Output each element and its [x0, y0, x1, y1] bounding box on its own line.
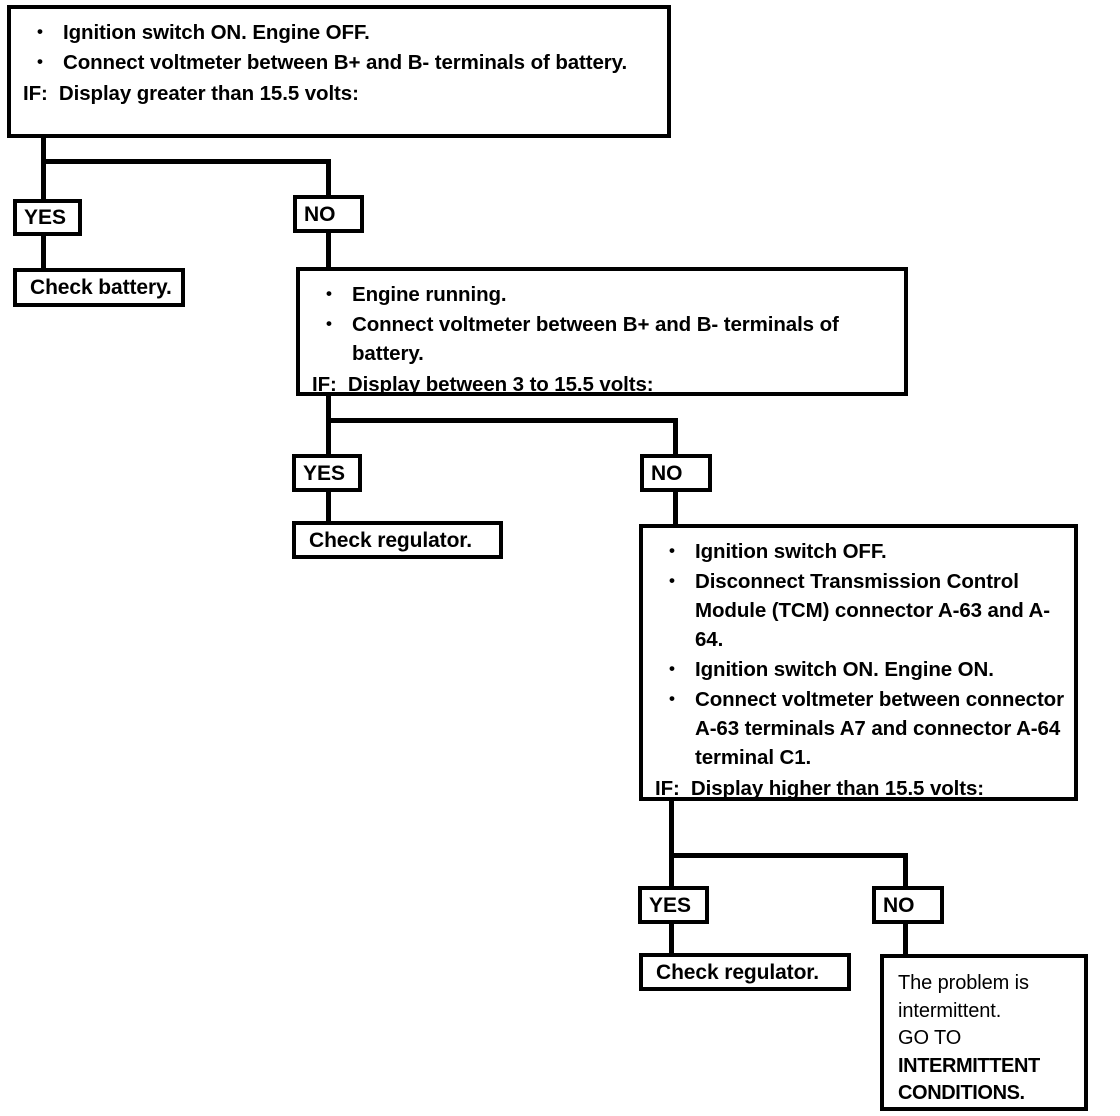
check-regulator-middle-label: Check regulator. [309, 528, 472, 552]
connector-branch3-no-drop [903, 853, 908, 891]
step3-bullet-4: Connect voltmeter between connector A-63… [655, 684, 1064, 772]
step3-condition: IF: Display higher than 15.5 volts: [655, 777, 985, 800]
step3-bullet-2: Disconnect Transmission Control Module (… [655, 566, 1064, 654]
connector-branch1-no-to-step2 [326, 230, 331, 272]
step2-bullet-2: Connect voltmeter between B+ and B- term… [312, 309, 894, 368]
connector-branch2-bar [326, 418, 678, 423]
step3-bullet-list: Ignition switch OFF. Disconnect Transmis… [655, 536, 1064, 772]
connector-step3-stem [669, 799, 674, 857]
check-regulator-bottom-box[interactable]: Check regulator. [639, 953, 851, 991]
terminal-line-3: GO TO [898, 1027, 962, 1049]
terminal-line-5: CONDITIONS. [898, 1082, 1025, 1104]
connector-branch3-yes-to-action [669, 921, 674, 957]
branch2-no-label-box[interactable]: NO [640, 454, 712, 492]
connector-step2-stem [326, 394, 331, 422]
terminal-line-4: INTERMITTENT [898, 1054, 1040, 1077]
connector-branch2-no-drop [673, 418, 678, 458]
branch3-no-label: NO [883, 893, 915, 917]
check-battery-box[interactable]: Check battery. [13, 268, 185, 307]
check-battery-label: Check battery. [30, 276, 172, 299]
branch3-yes-label: YES [649, 893, 692, 917]
branch2-yes-label: YES [303, 461, 346, 485]
branch3-yes-label-box[interactable]: YES [638, 886, 709, 924]
check-regulator-bottom-label: Check regulator. [656, 960, 819, 984]
branch3-no-label-box[interactable]: NO [872, 886, 944, 924]
branch2-no-label: NO [651, 461, 683, 485]
step2-decision-box: Engine running. Connect voltmeter betwee… [296, 267, 908, 396]
connector-branch2-no-to-step3 [673, 489, 678, 529]
connector-branch3-bar [669, 853, 908, 858]
step3-bullet-1: Ignition switch OFF. [655, 536, 1064, 566]
step1-bullet-list: Ignition switch ON. Engine OFF. Connect … [23, 17, 657, 77]
step3-bullet-3: Ignition switch ON. Engine ON. [655, 654, 1064, 684]
step3-content: Ignition switch OFF. Disconnect Transmis… [643, 528, 1074, 811]
step2-bullet-1: Engine running. [312, 279, 894, 309]
step2-content: Engine running. Connect voltmeter betwee… [300, 271, 904, 407]
check-regulator-middle-box[interactable]: Check regulator. [292, 521, 503, 559]
step2-bullet-list: Engine running. Connect voltmeter betwee… [312, 279, 894, 368]
branch1-no-label: NO [304, 202, 336, 226]
step1-bullet-1: Ignition switch ON. Engine OFF. [23, 17, 657, 47]
step1-content: Ignition switch ON. Engine OFF. Connect … [11, 9, 667, 116]
connector-branch1-bar [41, 159, 331, 164]
intermittent-conditions-box[interactable]: The problem is intermittent. GO TO INTER… [880, 954, 1088, 1111]
branch1-yes-label-box[interactable]: YES [13, 199, 82, 236]
step1-condition: IF: Display greater than 15.5 volts: [23, 82, 359, 105]
branch2-yes-label-box[interactable]: YES [292, 454, 362, 492]
connector-branch3-yes-drop [669, 853, 674, 891]
branch1-no-label-box[interactable]: NO [293, 195, 364, 233]
step1-bullet-2: Connect voltmeter between B+ and B- term… [23, 47, 657, 77]
step1-decision-box: Ignition switch ON. Engine OFF. Connect … [7, 5, 671, 138]
connector-branch2-yes-to-action [326, 489, 331, 525]
connector-branch1-yes-to-action [41, 233, 46, 271]
terminal-line-1: The problem is [898, 972, 1029, 994]
connector-branch1-yes-drop [41, 159, 46, 201]
connector-step1-stem [41, 136, 46, 164]
step2-condition: IF: Display between 3 to 15.5 volts: [312, 373, 654, 396]
step3-decision-box: Ignition switch OFF. Disconnect Transmis… [639, 524, 1078, 801]
branch1-yes-label: YES [24, 206, 67, 229]
connector-branch3-no-to-terminal [903, 921, 908, 957]
connector-branch2-yes-drop [326, 418, 331, 458]
terminal-line-2: intermittent. [898, 999, 1002, 1022]
connector-branch1-no-drop [326, 159, 331, 197]
